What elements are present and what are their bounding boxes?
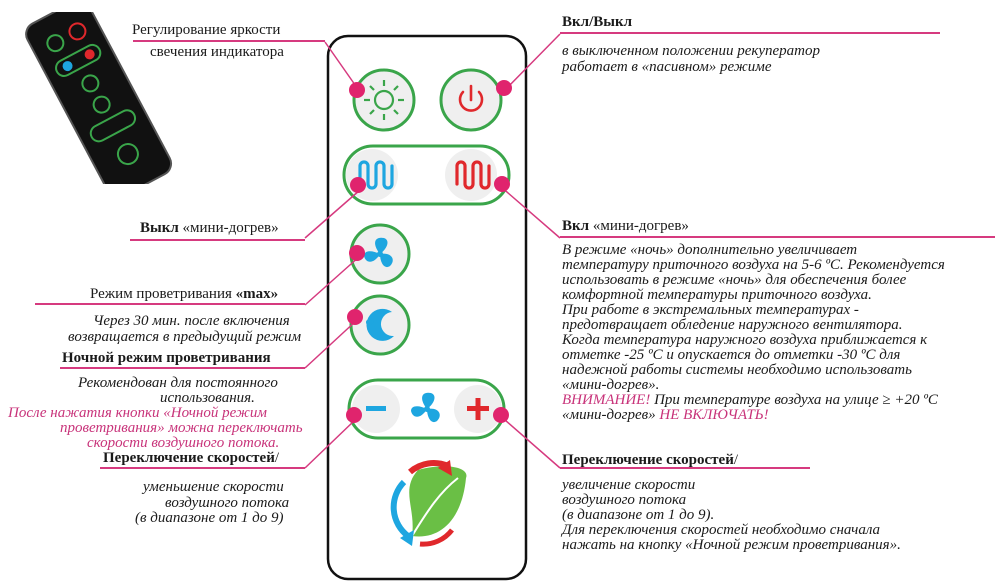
speed-switch[interactable] — [347, 378, 506, 440]
speed-down-desc-1: уменьшение скорости — [143, 479, 284, 495]
mini-on-desc-1: В режиме «ночь» дополнительно увеличивае… — [562, 242, 858, 258]
rule-power — [560, 32, 940, 34]
max-mode-desc-1: Через 30 мин. после включения — [93, 313, 290, 329]
night-mode-title: Ночной режим проветривания — [62, 350, 271, 366]
mini-on-desc-8: отметке -25 ºС и опускается до отметки -… — [562, 347, 901, 363]
speed-up-desc-3: (в диапазоне от 1 до 9). — [562, 507, 715, 523]
power-title: Вкл/Выкл — [562, 14, 633, 30]
callout-dot-speed-down — [346, 407, 362, 423]
night-mode-desc-2: использования. — [160, 390, 255, 406]
rule-mini-off — [130, 239, 305, 241]
rule-mini-on — [560, 236, 995, 238]
mini-off-label: Выкл «мини-догрев» — [140, 220, 279, 236]
rule-brightness — [133, 40, 325, 42]
mini-on-desc-2: температуру приточного воздуха на 5-6 ºС… — [562, 257, 945, 273]
brightness-label-1: Регулирование яркости — [132, 22, 281, 38]
night-mode-warn-3: скорости воздушного потока. — [87, 435, 280, 451]
speed-down-desc-3: (в диапазоне от 1 до 9) — [135, 510, 284, 526]
mini-on-warning-2: «мини-догрев» НЕ ВКЛЮЧАТЬ! — [562, 407, 769, 423]
mini-on-desc-4: комфортной температуры приточного воздух… — [562, 287, 872, 303]
rule-max — [35, 303, 305, 305]
mini-on-desc-9: надежной работы системы необходимо испол… — [562, 362, 912, 378]
callout-dot-speed-up — [493, 407, 509, 423]
mini-on-label: Вкл «мини-догрев» — [562, 218, 689, 234]
heater-blue-icon — [358, 160, 394, 190]
max-mode-desc-2: возвращается в предыдущий режим — [68, 329, 302, 345]
rule-speed-up — [560, 467, 810, 469]
callout-dot-power — [496, 80, 512, 96]
recycle-leaf-icon — [390, 460, 467, 547]
sun-icon — [364, 80, 404, 120]
callout-dot-night — [347, 309, 363, 325]
callout-dot-max — [349, 245, 365, 261]
mini-on-desc-10: «мини-догрев». — [562, 377, 660, 393]
speed-up-desc-5: нажать на кнопку «Ночной режим проветрив… — [562, 537, 901, 553]
speed-up-label: Переключение скоростей/ — [562, 452, 739, 468]
speed-up-desc-2: воздушного потока — [562, 492, 687, 508]
speed-up-desc-1: увеличение скорости — [562, 477, 696, 493]
night-mode-warn-1: После нажатия кнопки «Ночной режим — [8, 405, 267, 421]
heater-red-icon — [455, 160, 491, 190]
callout-dot-mini-off — [350, 177, 366, 193]
remote-control-thumbnail — [25, 12, 173, 184]
night-fan-icon — [366, 308, 394, 341]
mini-on-desc-7: Когда температура наружного воздуха приб… — [562, 332, 928, 348]
mini-on-warning-1: ВНИМАНИЕ! При температуре воздуха на ули… — [562, 392, 938, 408]
fan-icon — [411, 392, 440, 423]
night-mode-warn-2: проветривания» можна переключать — [60, 420, 303, 436]
speed-down-label: Переключение скоростей/ — [103, 450, 280, 466]
power-desc-2: работает в «пасивном» режиме — [562, 59, 772, 75]
rule-night — [60, 367, 305, 369]
plus-icon — [467, 398, 489, 420]
mini-on-desc-6: предотвращает обледение наружного вентил… — [562, 317, 903, 333]
night-mode-button[interactable] — [349, 294, 411, 356]
mini-heater-switch[interactable] — [342, 144, 511, 206]
callout-dot-brightness — [349, 82, 365, 98]
brightness-label-2: свечения индикатора — [150, 44, 284, 60]
power-icon — [458, 84, 484, 112]
night-mode-desc-1: Рекомендован для постоянного — [78, 375, 278, 391]
brightness-button[interactable] — [352, 68, 416, 132]
power-button[interactable] — [439, 68, 503, 132]
speed-down-desc-2: воздушного потока — [165, 495, 290, 511]
power-desc-1: в выключенном положении рекуператор — [562, 43, 821, 59]
rule-speed-down — [100, 467, 305, 469]
mini-on-desc-3: использовать в режиме «ночь» для обеспеч… — [562, 272, 907, 288]
minus-icon — [366, 406, 386, 411]
max-mode-label: Режим проветривания «max» — [90, 286, 279, 302]
callout-dot-mini-on — [494, 176, 510, 192]
mini-on-desc-5: При работе в экстремальных температурах … — [562, 302, 859, 318]
fan-icon — [364, 237, 393, 268]
speed-up-desc-4: Для переключения скоростей необходимо сн… — [562, 522, 881, 538]
